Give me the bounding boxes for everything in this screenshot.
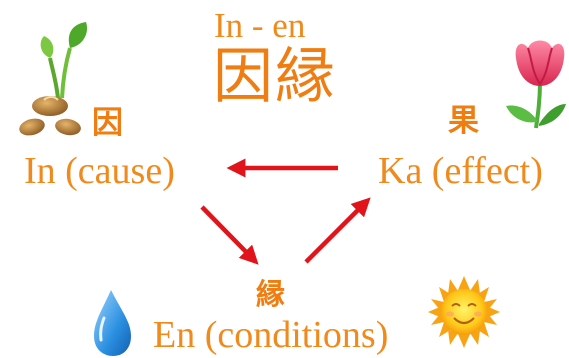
title-kanji: 因縁 [213, 42, 337, 112]
effect-label: Ka (effect) [378, 150, 543, 192]
sprouting-seed-icon [19, 22, 88, 136]
arrow-conditions-to-effect [304, 197, 371, 264]
water-drop-icon [94, 290, 131, 356]
cause-label: In (cause) [24, 150, 175, 192]
smiling-sun-icon [428, 276, 500, 348]
title-romaji: In - en [214, 6, 306, 45]
arrow-cause-to-conditions [200, 205, 259, 265]
conditions-kanji: 縁 [256, 277, 286, 311]
conditions-label: En (conditions) [153, 314, 389, 356]
cause-kanji: 因 [92, 105, 123, 141]
tulip-icon [506, 40, 566, 129]
effect-kanji: 果 [448, 103, 479, 139]
